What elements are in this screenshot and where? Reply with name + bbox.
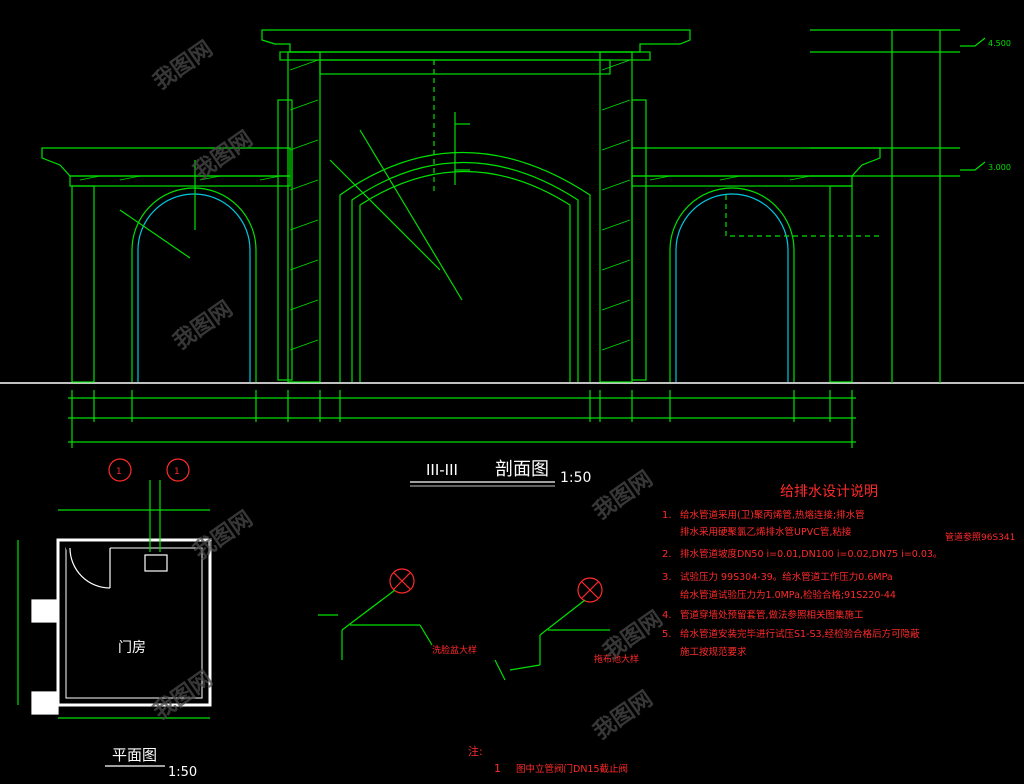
pier-left-center	[287, 51, 321, 383]
pier-left-trim	[277, 99, 293, 381]
note-5-line-1: 给水管道安装完毕进行试压S1-S3,经检验合格后方可隐蔽	[680, 628, 920, 640]
design-notes: 给排水设计说明 1. 给水管道采用(卫)聚丙烯管,热熔连接;排水管 排水采用硬聚…	[662, 484, 1015, 658]
elev-marker-mid	[960, 161, 986, 171]
pipe-diag-right	[539, 599, 586, 636]
radius-leader-main	[359, 129, 463, 301]
section-title-block: III-III 剖面图 1:50	[410, 459, 591, 487]
right-wing-beam	[631, 175, 853, 187]
footnote: 注: 1 图中立管阀门DN15截止阀	[468, 744, 628, 775]
right-small-arch	[675, 193, 789, 382]
note-1-num: 1.	[662, 510, 672, 521]
plan-callouts: 1 1	[108, 458, 190, 482]
note-4-num: 4.	[662, 610, 672, 621]
note-4-line-1: 管道穿墙处预留套管,做法参照相关图集施工	[680, 609, 864, 621]
note-1-line-2: 排水采用硬聚氯乙烯排水管UPVC管,粘接	[680, 526, 852, 538]
callout-left-num: 1	[116, 467, 122, 477]
detail-right-label: 拖布池大样	[594, 653, 639, 665]
note-3-line-1: 试验压力 99S304-39。给水管道工作压力0.6MPa	[680, 571, 893, 583]
section-title: 剖面图	[495, 459, 549, 480]
footnote-prefix: 注:	[468, 744, 483, 758]
note-5-num: 5.	[662, 629, 672, 640]
callout-circle-left	[108, 458, 132, 482]
elevation-top-label: 4.500	[988, 39, 1011, 48]
plan-column-upper	[31, 599, 59, 623]
pipe-trap-right	[509, 664, 541, 671]
room-label: 门房	[118, 640, 146, 656]
elev-marker-top	[960, 37, 986, 47]
central-arch-outer	[339, 152, 591, 382]
pipe-detail-right	[494, 577, 610, 681]
notes-side-note: 管道参照96S341	[945, 531, 1015, 543]
notes-title: 给排水设计说明	[780, 484, 878, 500]
left-small-arch-outer	[131, 187, 257, 382]
central-arch-mid	[351, 162, 579, 382]
plan-basin	[144, 554, 168, 572]
plan-scale: 1:50	[168, 765, 197, 780]
pipe-diag-left	[341, 589, 396, 631]
footnote-num: 1	[494, 762, 501, 775]
right-small-arch-outer	[669, 187, 795, 382]
section-label: III-III	[426, 461, 458, 479]
left-small-arch	[137, 193, 251, 382]
pier-right-trim	[631, 99, 647, 381]
left-wing-beam	[69, 175, 291, 187]
plan-title: 平面图	[112, 746, 157, 764]
note-5-line-2: 施工按规范要求	[680, 646, 747, 658]
door-swing	[69, 547, 111, 589]
central-arch-inner	[359, 170, 571, 382]
valve-symbol-left	[389, 568, 415, 594]
section-scale: 1:50	[560, 470, 591, 486]
pipe-drain-right	[494, 659, 506, 681]
note-3-num: 3.	[662, 572, 672, 583]
note-2-num: 2.	[662, 549, 672, 560]
hdim-ticks	[71, 390, 853, 448]
note-1-line-1: 给水管道采用(卫)聚丙烯管,热熔连接;排水管	[680, 509, 865, 521]
pier-hatching	[79, 59, 811, 351]
pipe-detail-left	[318, 568, 433, 660]
valve-symbol-right	[577, 577, 603, 603]
pipe-end-left	[419, 624, 433, 646]
footnote-text: 图中立管阀门DN15截止阀	[516, 763, 628, 775]
callout-circle-right	[166, 458, 190, 482]
detail-left-label: 洗脸盆大样	[432, 644, 477, 656]
plan-inner-wall	[65, 547, 203, 699]
callout-right-num: 1	[174, 467, 180, 477]
plan-column-lower	[31, 691, 59, 715]
radius-leader-sub	[329, 159, 441, 271]
note-2-line-1: 排水管道坡度DN50 i=0.01,DN100 i=0.02,DN75 i=0.…	[680, 548, 942, 560]
note-3-line-2: 给水管道试验压力为1.0MPa,检验合格;91S220-44	[680, 589, 896, 601]
right-outer-column	[829, 185, 853, 383]
elevation-mid-label: 3.000	[988, 163, 1011, 172]
plan-view	[17, 480, 212, 719]
left-outer-column	[71, 185, 95, 383]
section-elevation	[0, 29, 1024, 448]
radius-leader-left	[119, 209, 191, 259]
